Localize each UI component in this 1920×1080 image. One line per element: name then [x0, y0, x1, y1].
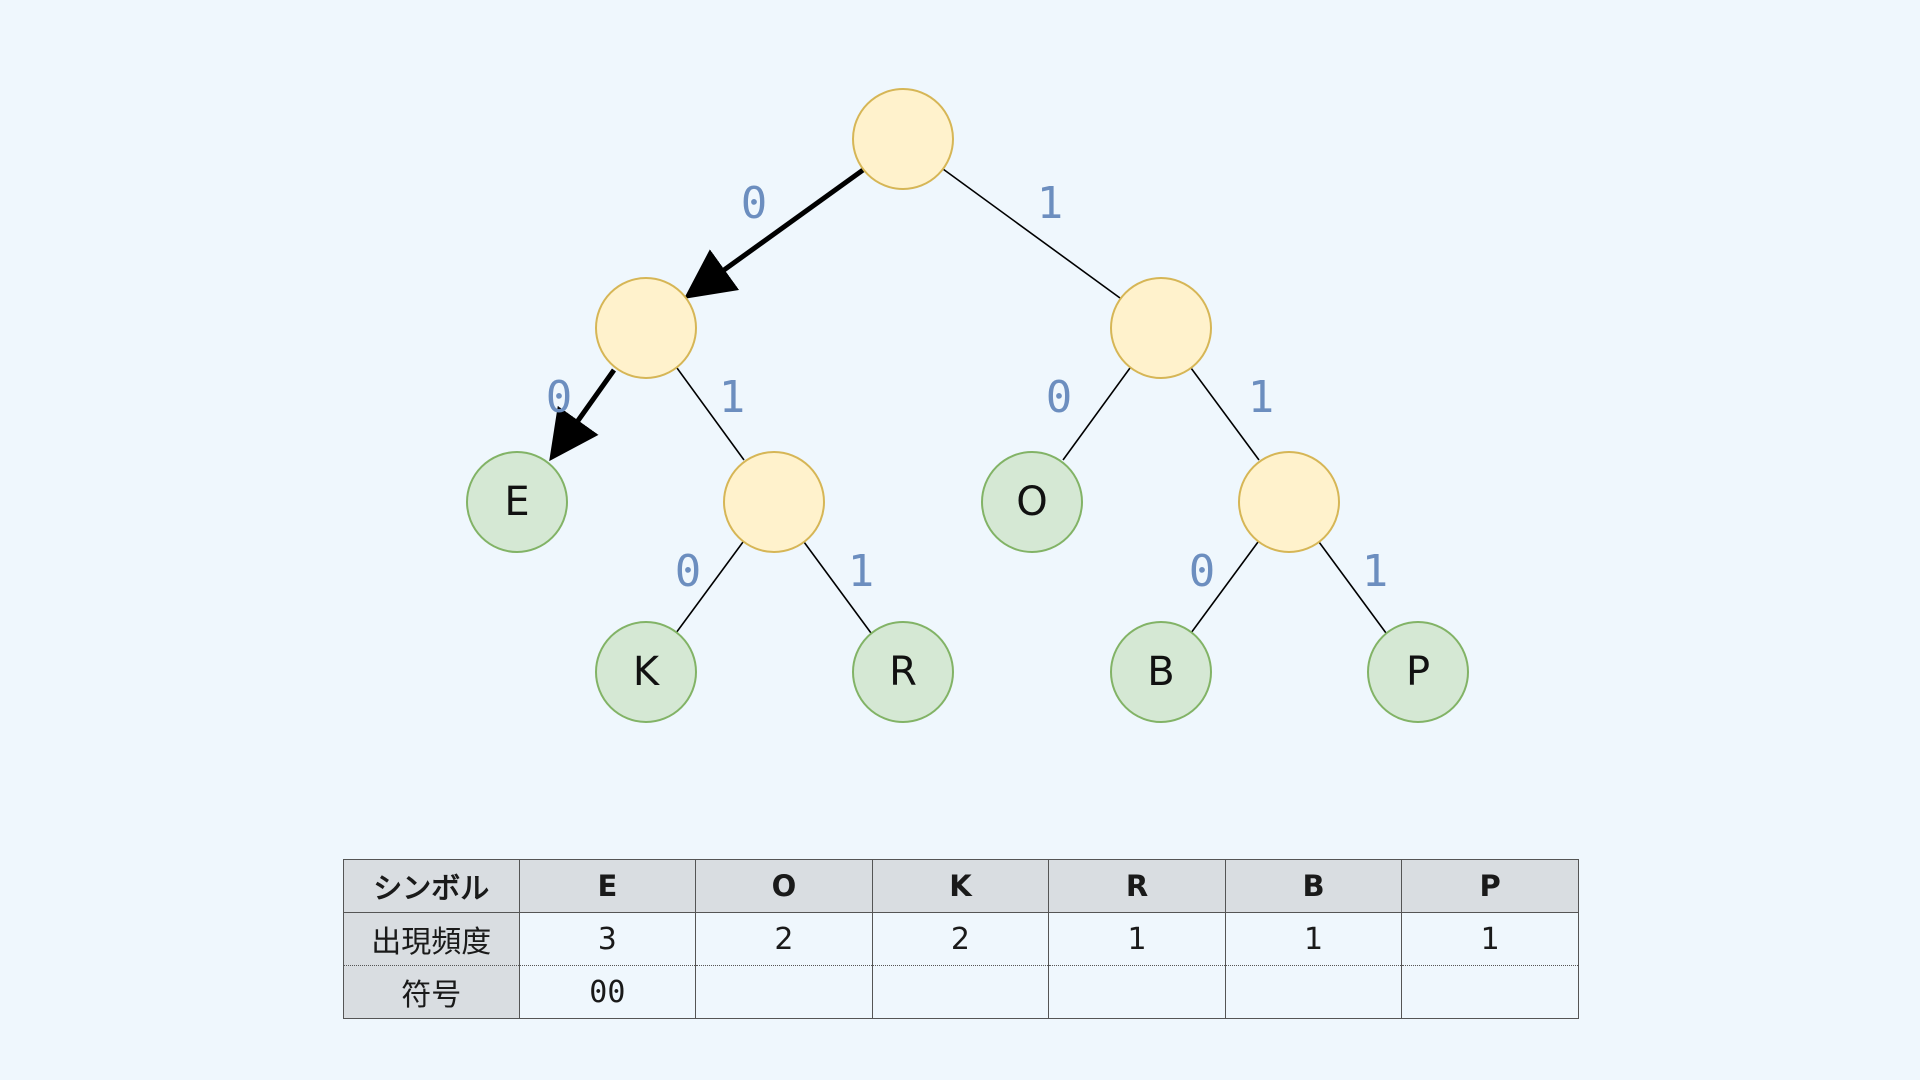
edge-label-n4-left: 0 [1189, 546, 1216, 597]
symbol-cell-p: P [1401, 859, 1579, 913]
symbol-cell-r: R [1048, 859, 1226, 913]
edge-n2-left [1062, 367, 1131, 461]
edge-label-n1-right: 1 [719, 372, 746, 423]
leaf-node-o: O [981, 451, 1083, 553]
edge-root-left [683, 167, 865, 299]
internal-node-01 [723, 451, 825, 553]
leaf-node-k: K [595, 621, 697, 723]
edge-n3-left [675, 541, 744, 634]
frequency-cell-e: 3 [518, 912, 697, 966]
frequency-cell-k: 2 [871, 912, 1050, 966]
leaf-node-e: E [466, 451, 568, 553]
symbol-cell-b: B [1224, 859, 1403, 913]
symbol-cell-e: E [518, 859, 697, 913]
symbol-row-header: シンボル [343, 859, 520, 913]
frequency-row-header: 出現頻度 [343, 912, 520, 966]
code-cell-p [1401, 965, 1579, 1019]
code-cell-k [871, 965, 1050, 1019]
leaf-node-p: P [1367, 621, 1469, 723]
code-row-header: 符号 [343, 965, 520, 1019]
code-cell-b [1224, 965, 1403, 1019]
edge-n1-right [676, 367, 745, 461]
edge-n2-right [1190, 367, 1260, 461]
internal-node-1 [1110, 277, 1212, 379]
leaf-label-k: K [633, 649, 661, 695]
edge-n4-left [1190, 541, 1259, 634]
code-cell-e: 00 [518, 965, 697, 1019]
internal-node-0 [595, 277, 697, 379]
leaf-node-r: R [852, 621, 954, 723]
leaf-node-b: B [1110, 621, 1212, 723]
frequency-cell-r: 1 [1048, 912, 1226, 966]
frequency-cell-o: 2 [695, 912, 873, 966]
edge-label-n3-right: 1 [848, 546, 875, 597]
internal-node-root [852, 88, 954, 190]
edge-label-n2-right: 1 [1248, 372, 1275, 423]
edge-n1-left [549, 368, 617, 462]
code-row: 符号 00 [343, 965, 1579, 1019]
leaf-label-o: O [1016, 479, 1047, 525]
code-table: シンボル E O K R B P 出現頻度 3 2 2 1 1 1 符号 00 [343, 859, 1579, 1019]
symbol-row: シンボル E O K R B P [343, 859, 1579, 913]
frequency-cell-p: 1 [1401, 912, 1579, 966]
leaf-label-p: P [1406, 649, 1430, 695]
edge-label-n1-left: 0 [546, 372, 573, 423]
leaf-label-e: E [504, 479, 529, 525]
symbol-cell-o: O [695, 859, 873, 913]
frequency-row: 出現頻度 3 2 2 1 1 1 [343, 912, 1579, 966]
edge-label-root-left: 0 [741, 178, 768, 229]
leaf-label-b: B [1147, 649, 1174, 695]
edge-n3-right [803, 541, 872, 634]
internal-node-11 [1238, 451, 1340, 553]
code-cell-o [695, 965, 873, 1019]
edge-label-n3-left: 0 [675, 546, 702, 597]
code-cell-r [1048, 965, 1226, 1019]
edge-root-right [942, 168, 1121, 299]
edge-n4-right [1318, 541, 1387, 634]
edge-label-n2-left: 0 [1046, 372, 1073, 423]
symbol-cell-k: K [871, 859, 1050, 913]
frequency-cell-b: 1 [1224, 912, 1403, 966]
edge-label-root-right: 1 [1037, 178, 1064, 229]
edge-label-n4-right: 1 [1362, 546, 1389, 597]
leaf-label-r: R [889, 649, 917, 695]
